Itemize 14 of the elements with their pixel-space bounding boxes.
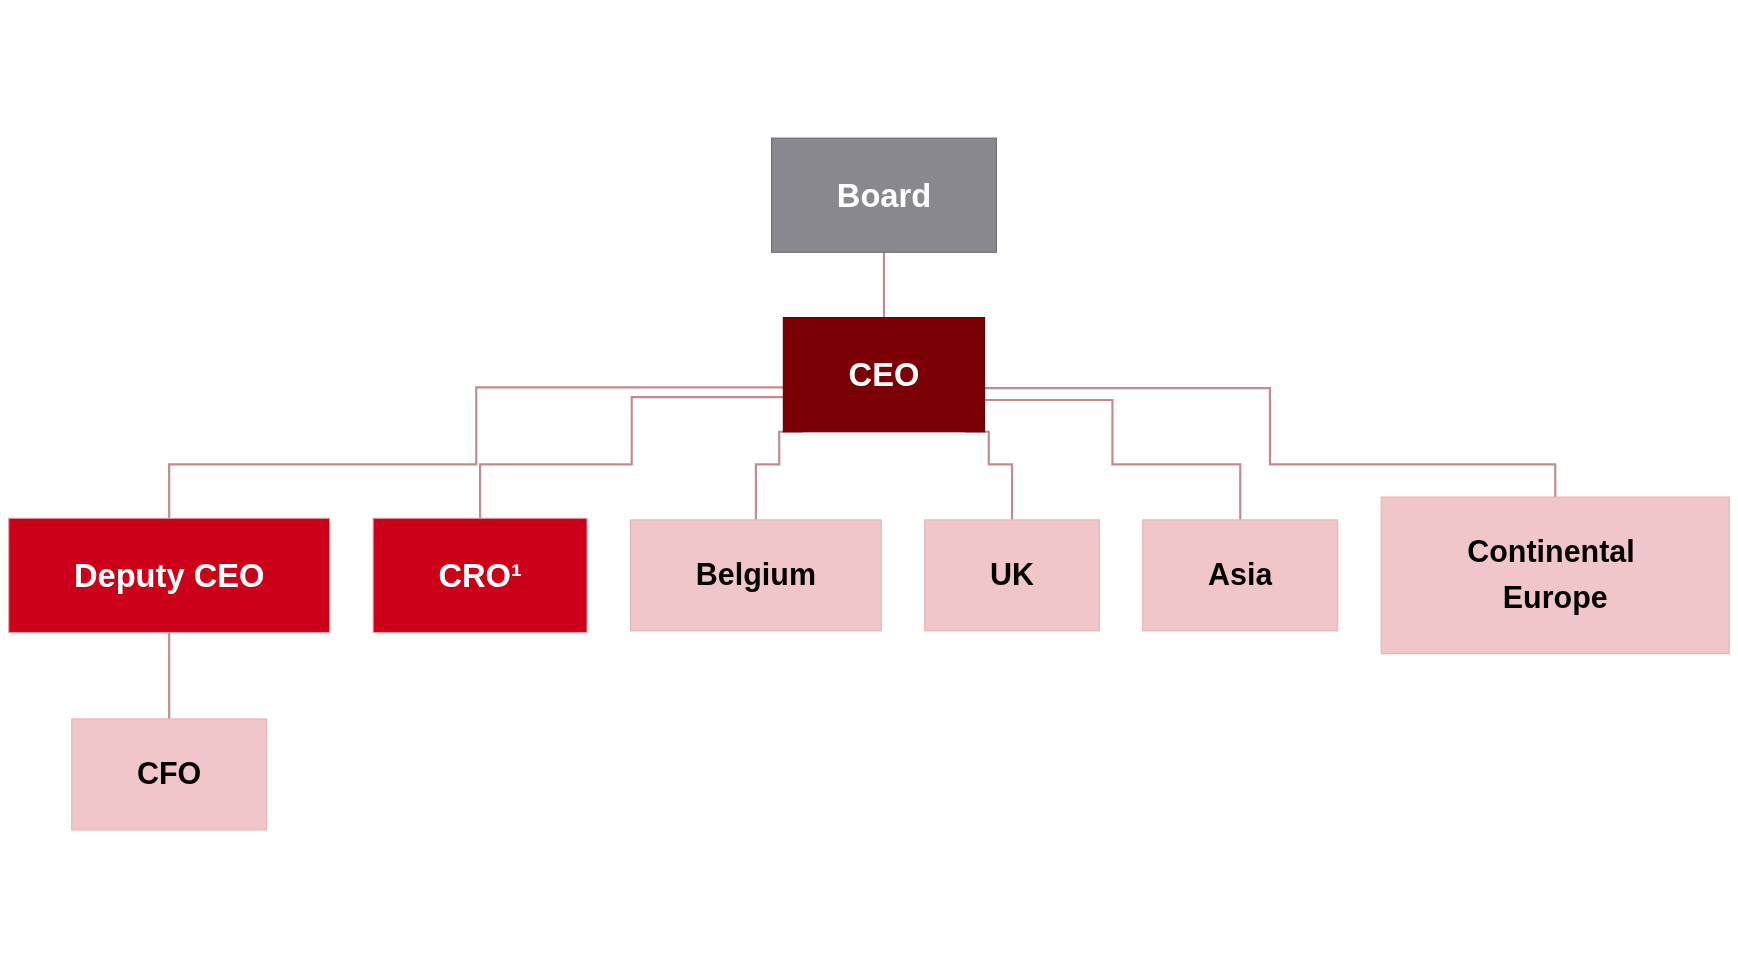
node-box: Belgium	[630, 519, 882, 632]
connector	[479, 395, 784, 520]
node-box: Board	[771, 137, 997, 253]
node-box: CRO¹	[372, 517, 588, 634]
connector	[168, 386, 784, 520]
node-box: CEO	[782, 317, 986, 433]
node-box: Deputy CEO	[8, 517, 331, 634]
node-box: Asia	[1142, 519, 1339, 632]
node-box: UK	[924, 519, 1100, 632]
connector	[984, 387, 1557, 499]
connector	[882, 251, 886, 319]
node-box: CFO	[71, 718, 268, 831]
connector	[984, 398, 1242, 521]
node-box: Continental Europe	[1380, 496, 1730, 655]
